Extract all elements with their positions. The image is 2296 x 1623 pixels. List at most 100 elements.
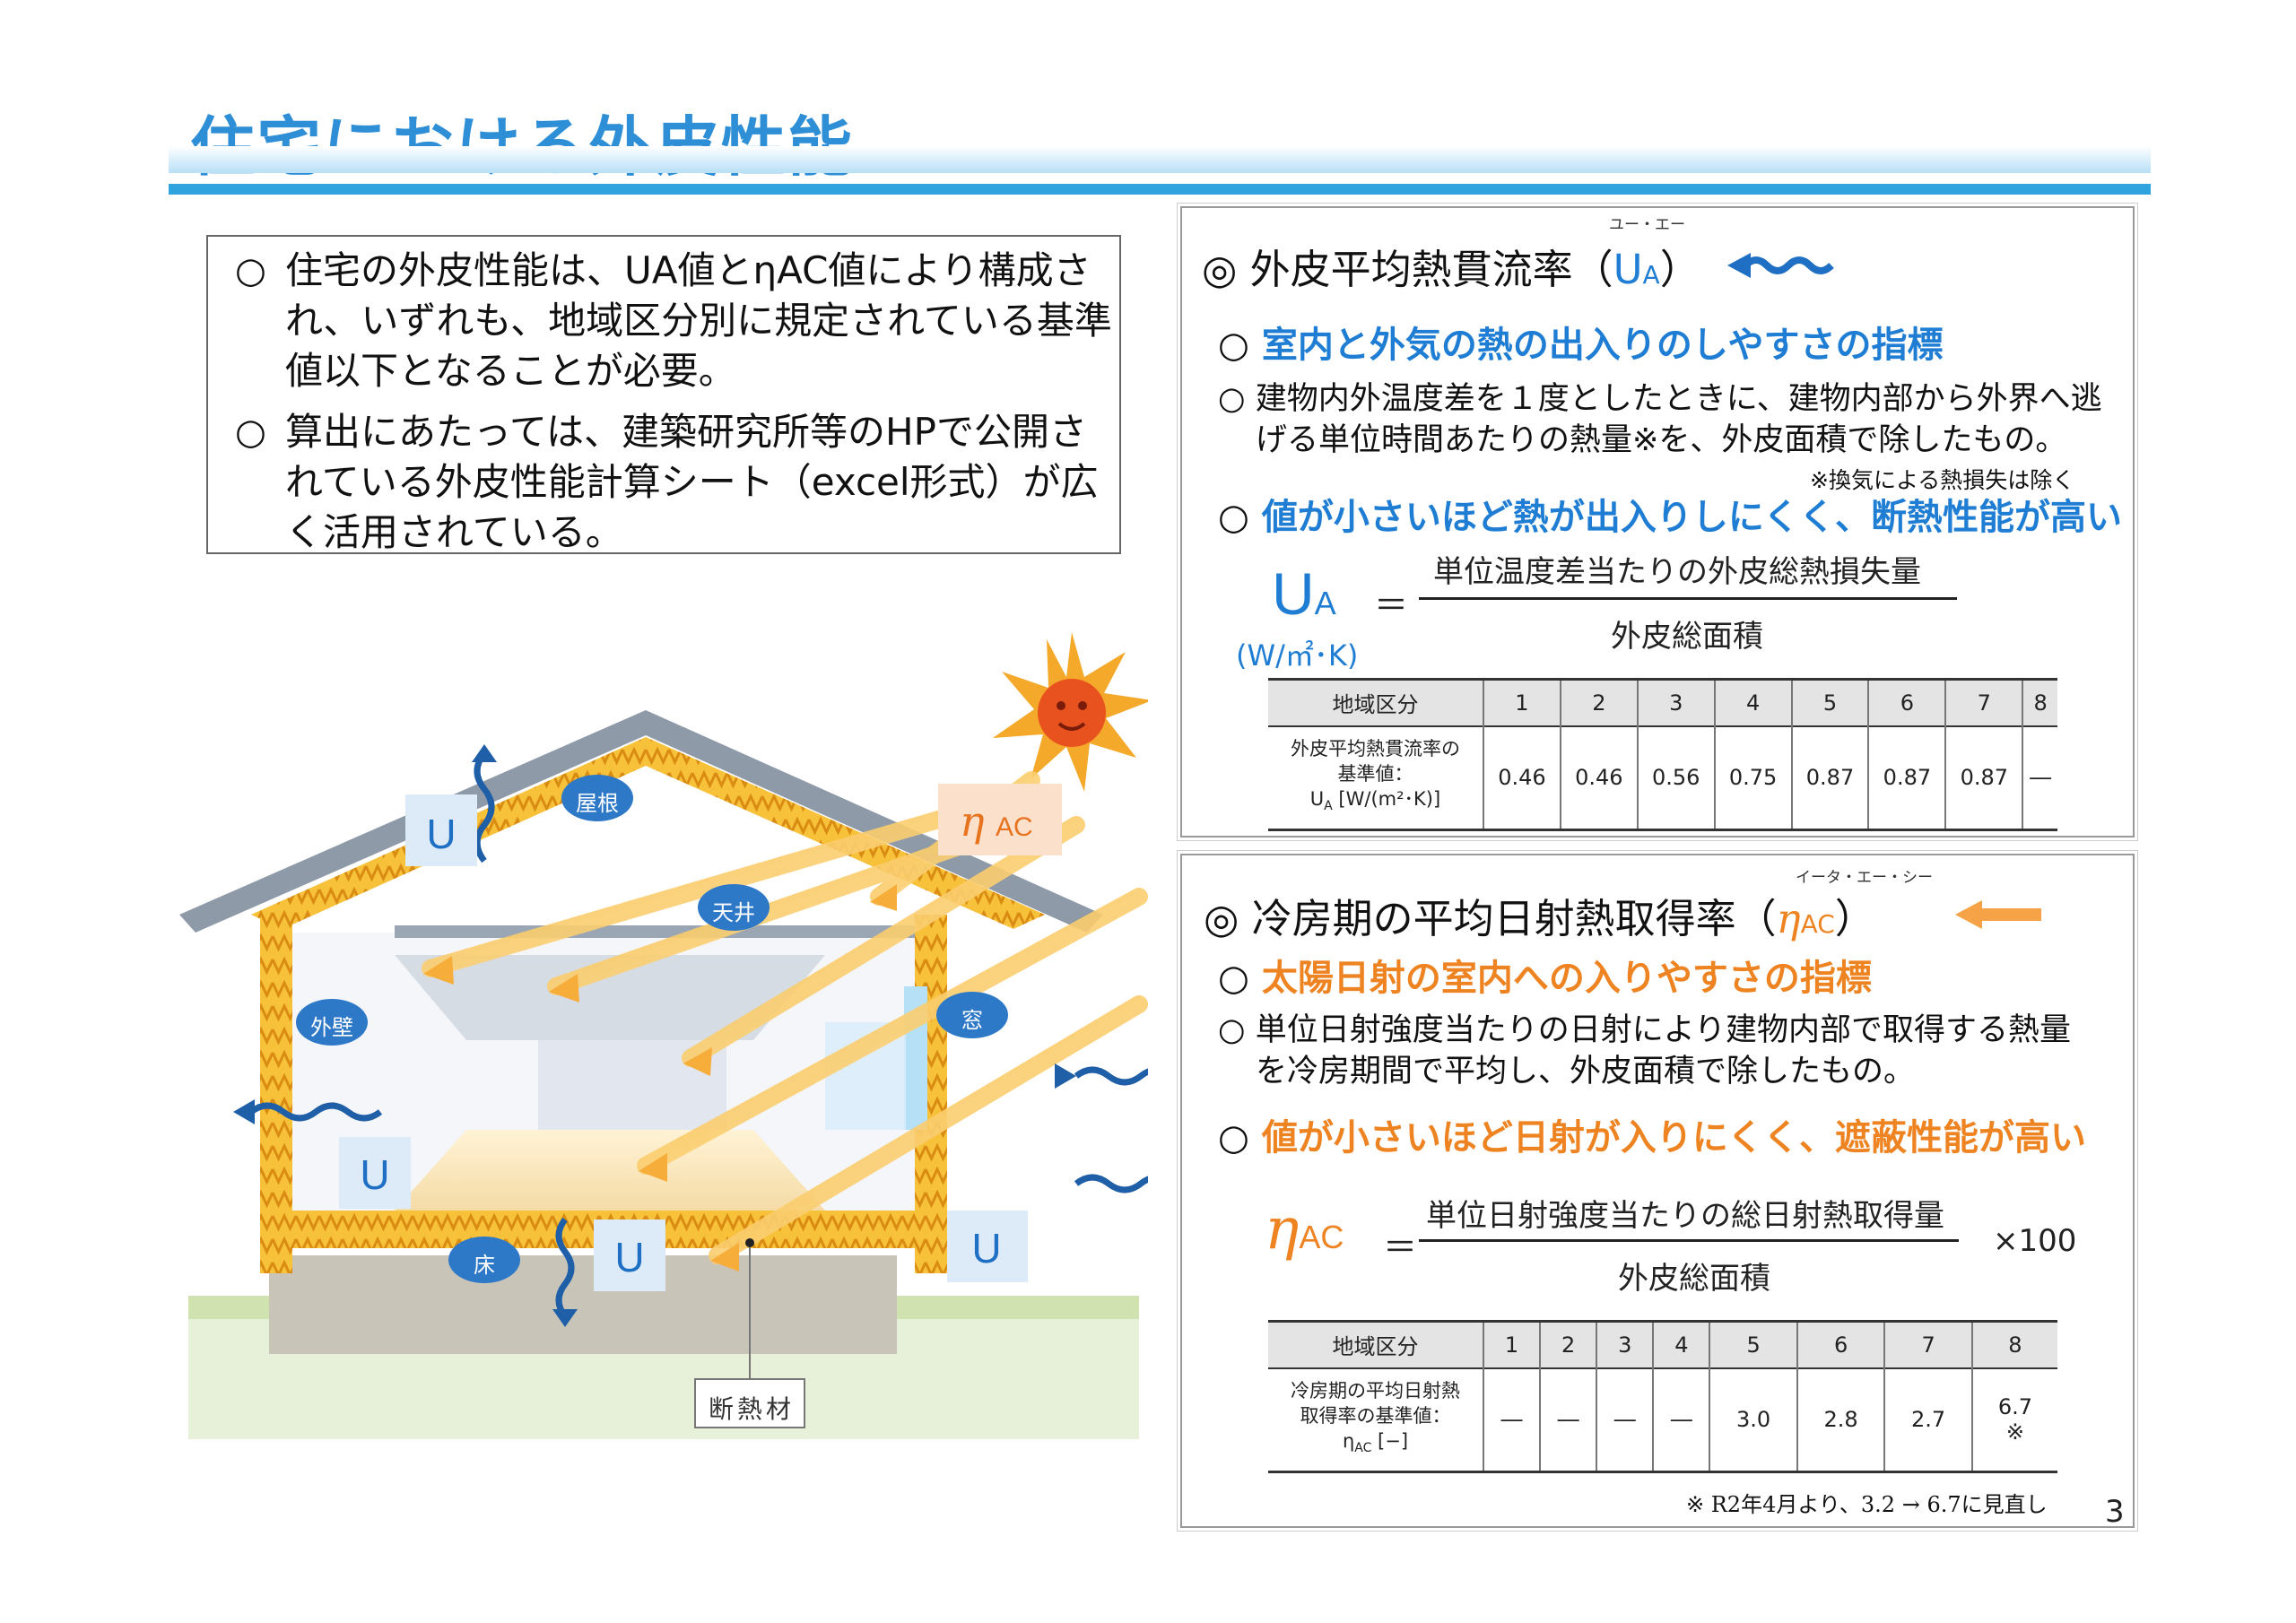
row-label-unit: [−] [1371, 1430, 1409, 1453]
region-col: 6 [1796, 1321, 1885, 1368]
table-cell: ― [1652, 1367, 1710, 1472]
double-circle-mark: ◎ [1202, 246, 1238, 293]
table-row: 冷房期の平均日射熱 取得率の基準値： ηAC [−] ― ― ― ― 3.0 2… [1268, 1367, 2057, 1472]
eta-ac-box: η AC [938, 784, 1062, 855]
region-col: 4 [1713, 679, 1792, 726]
row-label-line1: 外皮平均熱貫流率の [1291, 738, 1460, 760]
page-title: 住宅における外皮性能 [190, 94, 854, 188]
eta-index-line: ○ 太陽日射の室内への入りやすさの指標 [1218, 949, 1872, 1001]
table-cell: 0.87 [1867, 725, 1946, 830]
table-cell: 2.7 [1883, 1367, 1972, 1472]
wave-arrow-icon [1727, 253, 1834, 278]
eta-symbol: η [1776, 895, 1801, 942]
row-label-symbol: U [1309, 788, 1325, 811]
ua-formula-unit: (W/㎡･K) [1236, 638, 1359, 673]
bullet-circle: ○ [1218, 325, 1249, 366]
eta-formula-symbol: η [1265, 1196, 1300, 1263]
row-label-symbol: η [1342, 1430, 1355, 1453]
orange-arrow-icon [1955, 900, 2041, 929]
label-wall: 外壁 [310, 1015, 353, 1040]
table-cell-value: 6.7 [1997, 1394, 2033, 1420]
eta-definition: ○ 単位日射強度当たりの日射により建物内部で取得する熱量 を冷房期間で平均し、外… [1218, 1010, 2071, 1092]
region-col: 4 [1652, 1321, 1710, 1368]
region-col: 5 [1709, 1321, 1797, 1368]
region-col: 1 [1482, 1321, 1541, 1368]
intro-text: 算出にあたっては、建築研究所等のHPで公開されている外皮性能計算シート（exce… [285, 410, 1099, 554]
table-cell: ― [1482, 1367, 1541, 1472]
ua-smaller-better-text: 値が小さいほど熱が出入りしにくく、断熱性能が高い [1261, 497, 2123, 538]
table-cell: 0.75 [1713, 725, 1792, 830]
bullet-circle: ○ [1218, 381, 1246, 417]
eta-formula-sub: AC [1299, 1219, 1344, 1255]
eta-symbol-sub: AC [1800, 909, 1835, 939]
ua-fraction-bar [1419, 597, 1957, 600]
region-col: 1 [1483, 679, 1561, 726]
u-symbol-floor: U [594, 1219, 665, 1291]
table-cell: ― [2022, 725, 2057, 830]
intro-item: ○ 住宅の外皮性能は、UA値とηAC値により構成され、いずれも、地域区分別に規定… [235, 246, 1119, 396]
eta-heading-text: 冷房期の平均日射熱取得率（ [1251, 895, 1777, 942]
label-window: 窓 [961, 1008, 983, 1033]
row-label-line2: 基準値： [1337, 763, 1413, 785]
region-col: 2 [1559, 679, 1638, 726]
region-col: 2 [1539, 1321, 1597, 1368]
ua-index-text: 室内と外気の熱の出入りのしやすさの指標 [1261, 325, 1944, 366]
ua-formula-symbol: U [1272, 560, 1315, 627]
row-label: 外皮平均熱貫流率の 基準値： UA [W/(m²･K)] [1268, 726, 1483, 830]
eta-smaller-better-text: 値が小さいほど日射が入りにくく、遮蔽性能が高い [1261, 1117, 2087, 1159]
ua-definition: ○ 建物内外温度差を１度としたときに、建物内部から外界へ逃 げる単位時間あたりの… [1218, 378, 2102, 461]
page-number: 3 [2105, 1494, 2125, 1530]
svg-text:U: U [360, 1151, 389, 1198]
ua-formula-eq: ＝ [1374, 586, 1409, 625]
svg-text:η: η [960, 797, 985, 846]
ua-symbol-sub: A [1642, 260, 1660, 290]
eta-definition-line1: 単位日射強度当たりの日射により建物内部で取得する熱量 [1255, 1012, 2071, 1048]
region-header: 地域区分 [1332, 1334, 1419, 1360]
u-symbol-wall: U [339, 1137, 411, 1209]
eta-denominator: 外皮総面積 [1618, 1261, 1770, 1297]
row-label-unit: [W/(m²･K)] [1332, 788, 1441, 811]
row-label-line1: 冷房期の平均日射熱 [1291, 1380, 1460, 1402]
label-ceiling: 天井 [712, 900, 755, 925]
intro-item: ○ 算出にあたっては、建築研究所等のHPで公開されている外皮性能計算シート（ex… [235, 407, 1119, 558]
region-header: 地域区分 [1332, 692, 1419, 718]
table-cell: 3.0 [1709, 1367, 1797, 1472]
ua-heading: ◎ 外皮平均熱貫流率（UA） [1202, 237, 1700, 295]
intro-text: 住宅の外皮性能は、UA値とηAC値により構成され、いずれも、地域区分別に規定され… [285, 248, 1112, 393]
eta-standard-table: 地域区分 1 2 3 4 5 6 7 8 冷房期の平均日射熱 取得率の基準値： … [1268, 1320, 2057, 1473]
eta-index-text: 太陽日射の室内への入りやすさの指標 [1261, 958, 1872, 999]
region-col: 8 [2022, 679, 2057, 726]
row-label-line3: UA [W/(m²･K)] [1268, 786, 1483, 819]
ua-heading-close: ） [1659, 246, 1700, 293]
ua-definition-line1: 建物内外温度差を１度としたときに、建物内部から外界へ逃 [1255, 381, 2102, 417]
ua-denominator: 外皮総面積 [1611, 619, 1763, 655]
title-underline [169, 184, 2151, 195]
row-label-line3: ηAC [−] [1268, 1428, 1483, 1461]
table-cell: 0.46 [1559, 725, 1638, 830]
bullet-circle: ○ [1218, 1012, 1246, 1048]
bullet-circle: ○ [1218, 958, 1249, 999]
label-roof: 屋根 [576, 791, 619, 816]
table-row: 外皮平均熱貫流率の 基準値： UA [W/(m²･K)] 0.46 0.46 0… [1268, 725, 2057, 830]
title-band [169, 146, 2151, 173]
region-col: 3 [1636, 679, 1715, 726]
eta-panel: イータ・エー・シー ◎ 冷房期の平均日射熱取得率（ηAC） ○ 太陽日射の室内へ… [1177, 850, 2138, 1532]
table-cell: 0.56 [1636, 725, 1715, 830]
table-cell: 0.87 [1790, 725, 1869, 830]
eta-heading: ◎ 冷房期の平均日射熱取得率（ηAC） [1204, 886, 1875, 944]
region-col: 7 [1944, 679, 2023, 726]
eta-smaller-better: ○ 値が小さいほど日射が入りにくく、遮蔽性能が高い [1218, 1108, 2086, 1160]
bullet-circle: ○ [1218, 497, 1249, 538]
u-symbol-roof: U [405, 794, 477, 866]
region-col: 7 [1883, 1321, 1972, 1368]
row-label: 冷房期の平均日射熱 取得率の基準値： ηAC [−] [1268, 1368, 1483, 1472]
row-label-line2: 取得率の基準値： [1300, 1405, 1451, 1428]
eta-formula-eq: ＝ [1383, 1228, 1418, 1267]
region-col: 8 [1970, 1321, 2057, 1368]
ua-symbol: U [1613, 246, 1643, 293]
double-circle-mark: ◎ [1204, 895, 1239, 942]
bullet-circle: ○ [235, 412, 266, 453]
ua-ruby: ユー・エー [1609, 216, 1685, 234]
heat-loss-arrows [248, 751, 1148, 1319]
table-header-row: 地域区分 1 2 3 4 5 6 7 8 [1268, 679, 2057, 726]
